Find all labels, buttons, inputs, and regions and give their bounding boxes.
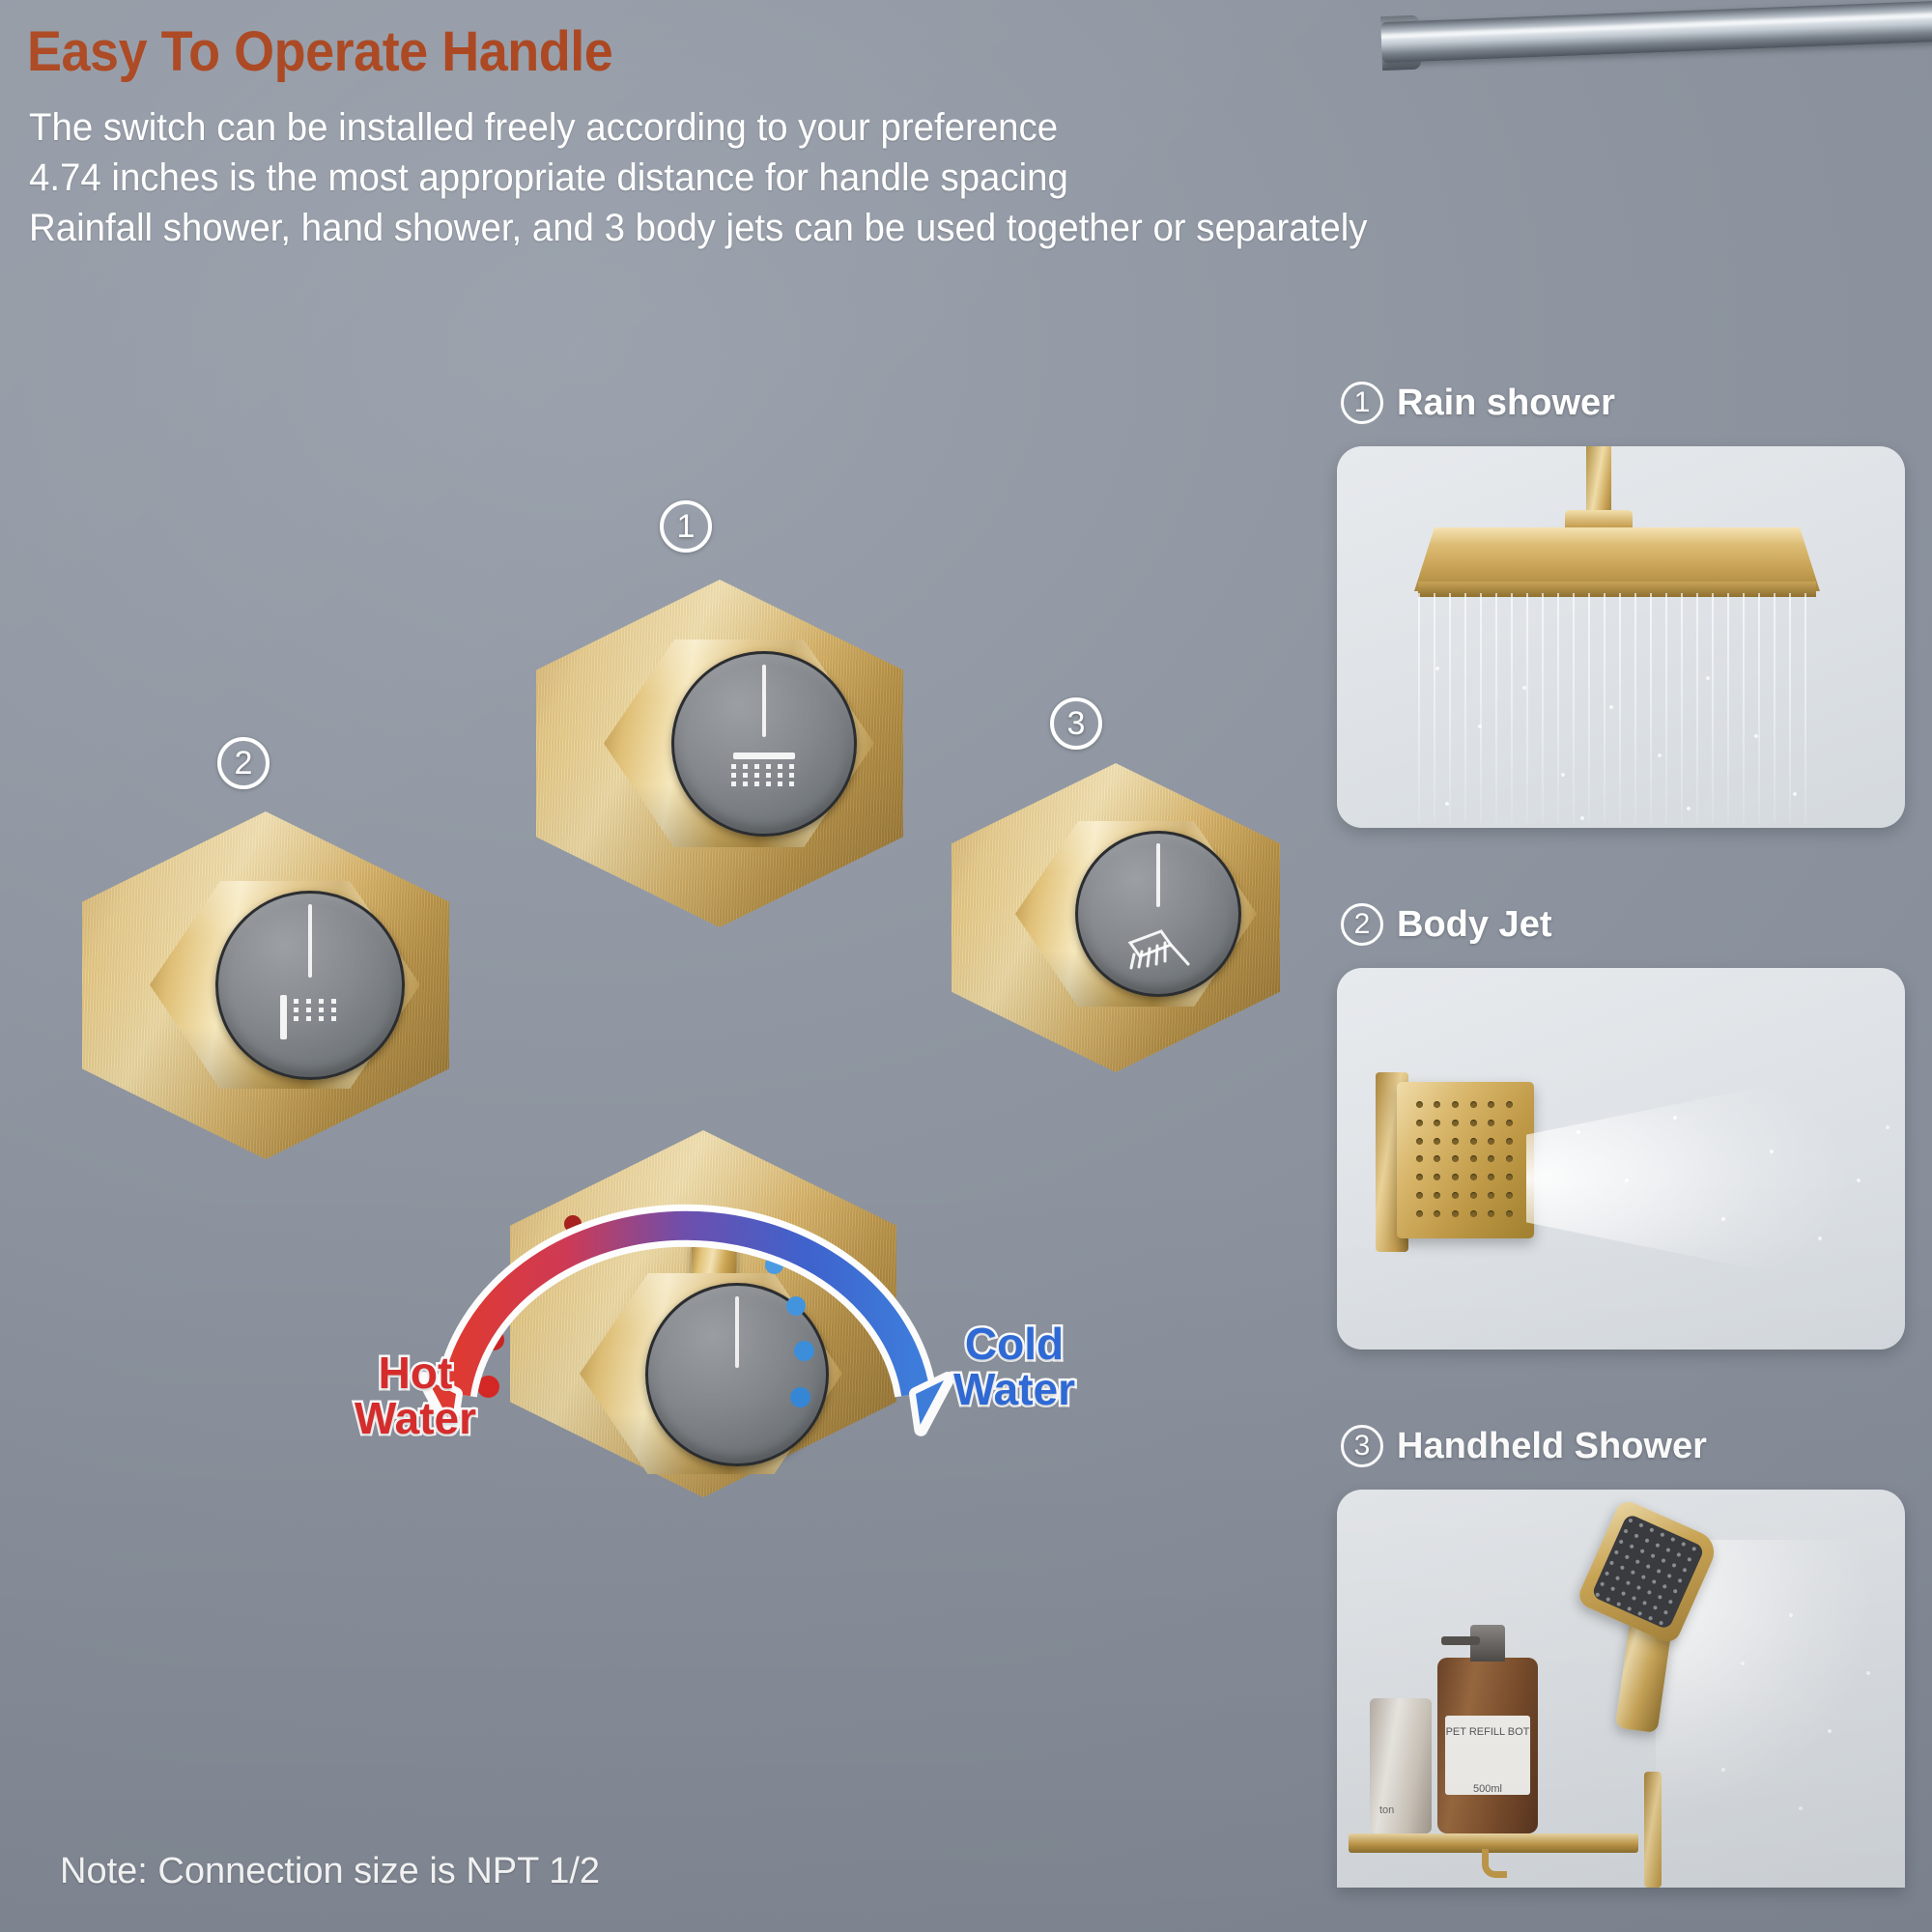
panel-label-rain-shower: Rain shower	[1397, 382, 1615, 423]
rain-droplets	[1418, 639, 1816, 828]
valve-dial-face[interactable]	[215, 891, 405, 1080]
dial-pointer	[1156, 842, 1160, 908]
panel-body-jet	[1337, 968, 1905, 1350]
handle-marker-2: 2	[217, 737, 270, 789]
refill-bottle: PET REFILL BOT 500ml	[1437, 1625, 1538, 1833]
shelf-hook	[1482, 1849, 1507, 1878]
secondary-bottle: ton	[1370, 1698, 1432, 1833]
connection-size-note: Note: Connection size is NPT 1/2	[60, 1851, 601, 1891]
panel-handheld-shower: ton PET REFILL BOT 500ml	[1337, 1490, 1905, 1888]
handheld-hose	[1644, 1772, 1662, 1888]
panel-marker-2: 2	[1341, 903, 1383, 946]
secondary-bottle-text: ton	[1379, 1804, 1395, 1816]
valve-handle-body-jet[interactable]	[82, 811, 449, 1159]
handheld-shower-icon	[1122, 922, 1194, 974]
handheld-nozzle-pad	[1590, 1513, 1706, 1631]
panel-marker-3: 3	[1341, 1425, 1383, 1467]
panel-label-body-jet: Body Jet	[1397, 903, 1552, 945]
panel-title-handheld-shower: 3 Handheld Shower	[1341, 1425, 1707, 1467]
chrome-shower-arm-decor	[1379, 0, 1932, 88]
cold-indicator-dots	[694, 1206, 848, 1428]
cold-water-label: Cold Water	[951, 1319, 1077, 1414]
body-jet-nozzle-grid	[1410, 1095, 1519, 1223]
panel-title-body-jet: 2 Body Jet	[1341, 903, 1551, 946]
page-title: Easy To Operate Handle	[27, 20, 613, 83]
rain-shower-head	[1414, 527, 1820, 591]
panel-title-rain-shower: 1 Rain shower	[1341, 382, 1615, 424]
handle-marker-3: 3	[1050, 697, 1102, 750]
bottle-label: PET REFILL BOT 500ml	[1445, 1716, 1530, 1795]
body-jet-icon	[280, 994, 340, 1039]
valve-dial-face[interactable]	[1075, 831, 1241, 997]
bottle-label-line-2: 500ml	[1473, 1782, 1502, 1795]
panel-marker-1: 1	[1341, 382, 1383, 424]
panel-rain-shower	[1337, 446, 1905, 828]
hot-water-label: Hot Water	[352, 1348, 478, 1443]
bottle-label-line-1: PET REFILL BOT	[1445, 1726, 1530, 1738]
header-line-2: 4.74 inches is the most appropriate dist…	[29, 156, 1068, 199]
dial-pointer	[762, 665, 766, 737]
header-line-1: The switch can be installed freely accor…	[29, 106, 1059, 149]
shower-shelf	[1349, 1833, 1638, 1853]
handle-marker-1: 1	[660, 500, 712, 553]
panel-label-handheld-shower: Handheld Shower	[1397, 1425, 1707, 1466]
rain-shower-icon	[731, 753, 797, 787]
valve-handle-handheld-shower[interactable]	[952, 763, 1280, 1072]
body-jet-spray-droplets	[1540, 1074, 1905, 1282]
valve-dial-face[interactable]	[671, 651, 857, 837]
header-line-3: Rainfall shower, hand shower, and 3 body…	[29, 207, 1368, 249]
valve-handle-rain-shower[interactable]	[536, 580, 903, 927]
dial-pointer	[308, 904, 312, 979]
handheld-spray-droplets	[1665, 1557, 1905, 1847]
bottle-nozzle	[1441, 1636, 1480, 1645]
